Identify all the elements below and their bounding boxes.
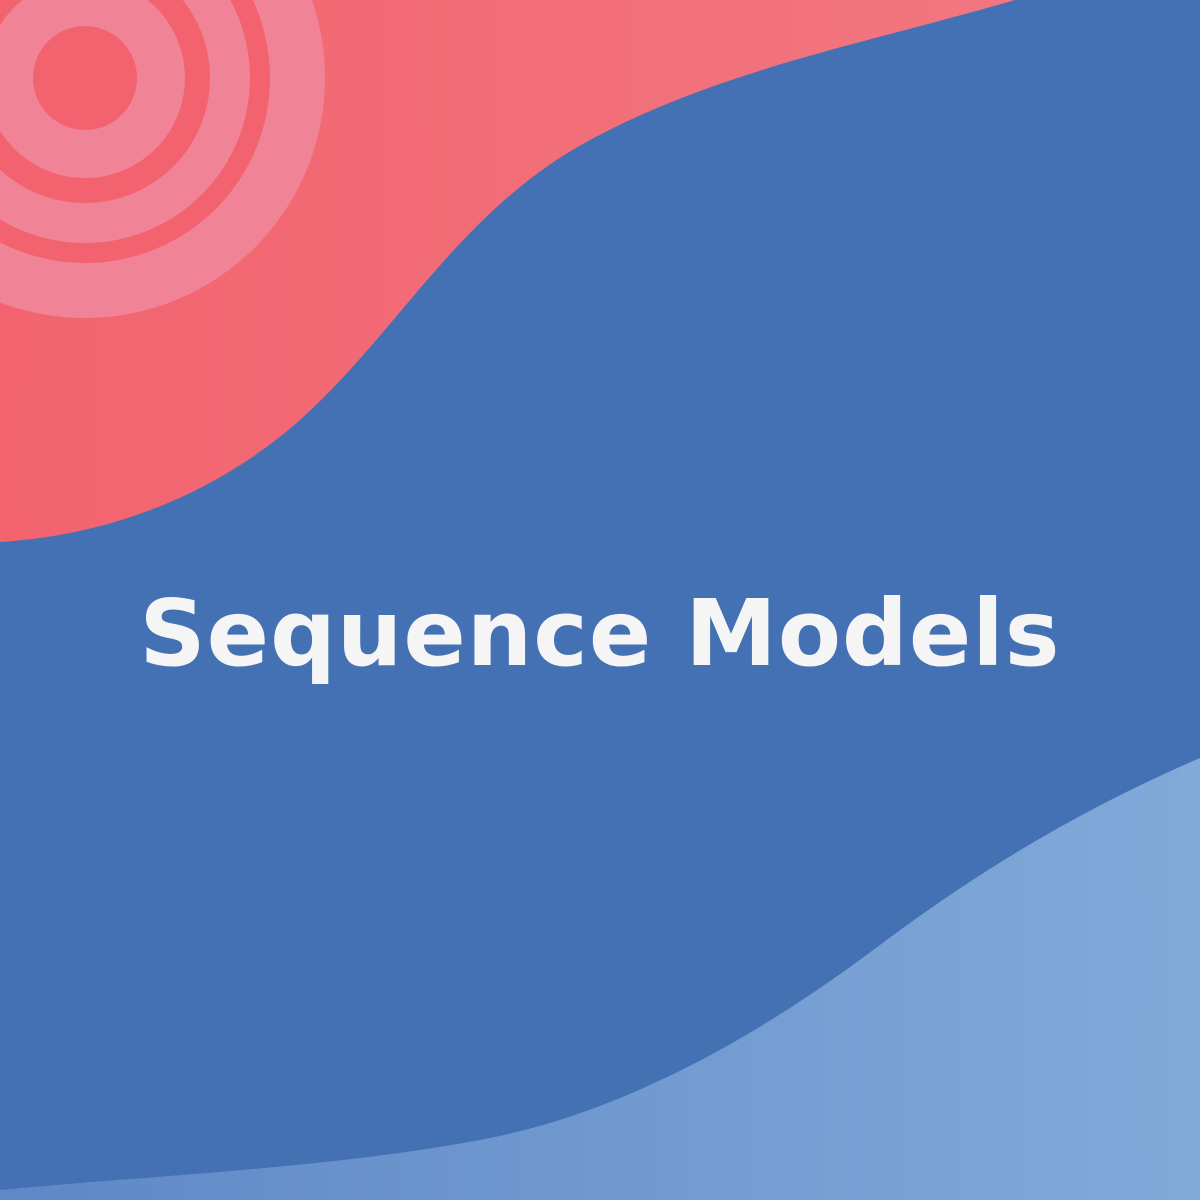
light-blue-wave-shape (0, 758, 1200, 1200)
concentric-rings (0, 0, 325, 318)
course-title: Sequence Models (139, 580, 1061, 687)
ring-center (33, 26, 137, 130)
